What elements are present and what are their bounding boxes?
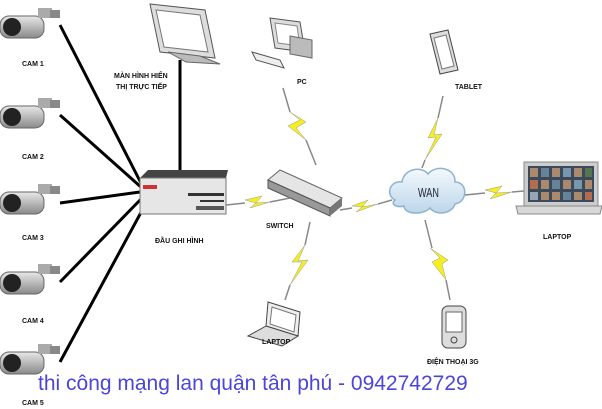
wan-cloud-icon xyxy=(388,167,466,214)
laptop-right-label: LAPTOP xyxy=(543,234,572,241)
switch-label: SWITCH xyxy=(266,223,294,230)
bolt-wan-tablet xyxy=(421,95,444,169)
camera-icon-4 xyxy=(0,264,60,295)
bolt-switch-wan xyxy=(339,199,393,213)
phone-label: ĐIỆN THOẠI 3G xyxy=(427,359,479,366)
phone-icon xyxy=(441,305,467,349)
laptop-icon-bottom xyxy=(246,301,301,347)
bolt-dvr-switch xyxy=(225,195,291,209)
bolt-wan-phone xyxy=(424,219,451,301)
wan-label: WAN xyxy=(418,185,439,200)
camera-cables xyxy=(58,24,182,363)
cam2-label: CAM 2 xyxy=(22,154,44,161)
switch-icon xyxy=(267,169,343,217)
wireless-links xyxy=(225,87,525,301)
cam5-label: CAM 5 xyxy=(22,400,44,407)
bolt-pc-switch xyxy=(282,87,317,166)
camera-icon-1 xyxy=(0,8,60,39)
pc-icon xyxy=(251,17,313,69)
bolt-switch-laptop xyxy=(284,221,311,301)
monitor-label-line1: MÀN HÌNH HIỂN xyxy=(114,73,168,80)
laptop-icon-right xyxy=(515,161,602,215)
laptop-bottom-label: LAPTOP xyxy=(262,339,291,346)
bolt-wan-laptop xyxy=(464,185,525,200)
cam4-label: CAM 4 xyxy=(22,318,44,325)
monitor-icon xyxy=(149,3,221,65)
camera-icon-5 xyxy=(0,344,60,375)
tablet-label: TABLET xyxy=(455,84,483,91)
dvr-icon xyxy=(139,170,228,215)
footer-caption: thi công mạng lan quận tân phú - 0942742… xyxy=(38,372,468,395)
monitor-label-line2: THỊ TRỰC TIẾP xyxy=(116,84,167,91)
cam3-label: CAM 3 xyxy=(22,235,44,242)
camera-icon-2 xyxy=(0,98,60,129)
pc-label: PC xyxy=(297,79,307,86)
tablet-icon xyxy=(429,29,459,75)
camera-icons xyxy=(0,8,60,375)
cam1-label: CAM 1 xyxy=(22,61,44,68)
dvr-label: ĐẦU GHI HÌNH xyxy=(155,238,204,245)
camera-icon-3 xyxy=(0,184,60,215)
